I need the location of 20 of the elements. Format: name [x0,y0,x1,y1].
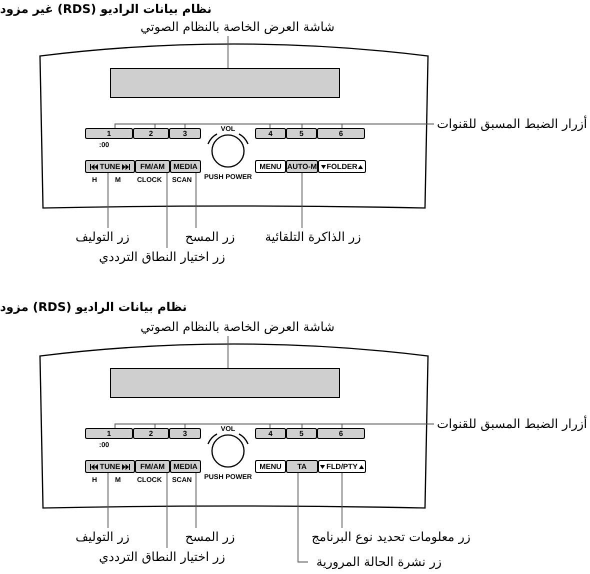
display-screen [110,368,340,398]
heading: نظام بيانات الراديو (RDS) غير مزود [0,1,212,18]
callout-text: زر معلومات تحديد نوع البرنامج [305,528,477,546]
callout-text: زر التوليف [60,528,145,546]
leader-line [298,472,308,562]
callout-text: زر نشرة الحالة المرورية [308,553,450,571]
callout-text: شاشة العرض الخاصة بالنظام الصوتي [130,18,345,36]
callout-text: أزرار الضبط المسبق للقنوات [434,415,590,433]
callout-text: زر التوليف [60,228,145,246]
callout-text: زر اختيار النطاق الترددي [82,248,242,266]
display-screen [110,68,340,98]
callout-text: زر اختيار النطاق الترددي [82,548,242,566]
callout-text: أزرار الضبط المسبق للقنوات [434,115,590,133]
leader-line [166,172,168,248]
leader-line [166,472,168,548]
heading: نظام بيانات الراديو (RDS) مزود [0,299,187,316]
callout-text: زر الذاكرة التلقائية [256,228,370,246]
callout-text: زر المسح [178,228,242,246]
callout-text: زر المسح [178,528,242,546]
callout-text: شاشة العرض الخاصة بالنظام الصوتي [130,318,345,336]
